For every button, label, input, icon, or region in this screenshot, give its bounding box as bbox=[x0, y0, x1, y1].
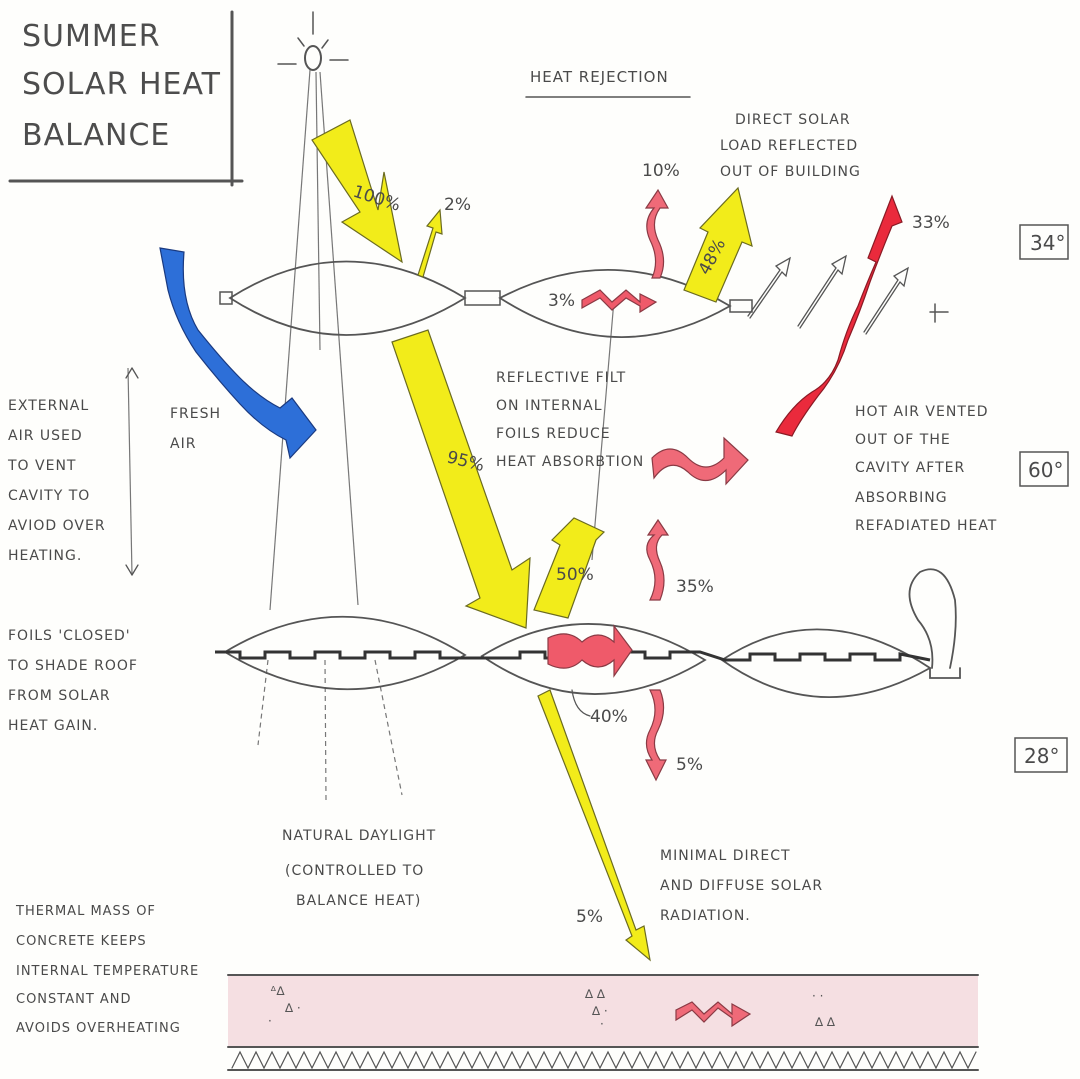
svg-text:∆ ·: ∆ · bbox=[284, 1001, 301, 1015]
svg-text:AIR USED: AIR USED bbox=[8, 428, 83, 444]
svg-text:FOILS 'CLOSED': FOILS 'CLOSED' bbox=[8, 628, 131, 644]
concrete-slab: ᐞ∆∆ ·· ∆ ∆∆ ·· · ·∆ ∆ bbox=[228, 975, 978, 1070]
svg-text:FRESH: FRESH bbox=[170, 406, 221, 422]
svg-text:∆ ∆: ∆ ∆ bbox=[814, 1015, 836, 1029]
label-minimal-radiation: MINIMAL DIRECT AND DIFFUSE SOLAR RADIATI… bbox=[660, 848, 823, 924]
fresh-air-plume bbox=[160, 248, 316, 458]
svg-text:ON INTERNAL: ON INTERNAL bbox=[496, 398, 603, 414]
label-foils-closed: FOILS 'CLOSED' TO SHADE ROOF FROM SOLAR … bbox=[7, 628, 138, 734]
svg-text:·: · bbox=[268, 1014, 272, 1028]
svg-text:(CONTROLLED TO: (CONTROLLED TO bbox=[285, 863, 424, 879]
svg-text:TO VENT: TO VENT bbox=[7, 458, 76, 474]
arrow-35-up bbox=[647, 520, 668, 600]
svg-text:AND DIFFUSE SOLAR: AND DIFFUSE SOLAR bbox=[660, 878, 823, 894]
svg-text:∆ ∆: ∆ ∆ bbox=[584, 987, 606, 1001]
pct-33: 33% bbox=[912, 213, 950, 233]
label-natural-daylight: NATURAL DAYLIGHT (CONTROLLED TO BALANCE … bbox=[282, 828, 436, 909]
title-line-1: SUMMER bbox=[22, 19, 161, 54]
svg-text:HOT AIR VENTED: HOT AIR VENTED bbox=[855, 404, 989, 420]
arrow-2-small bbox=[418, 210, 442, 277]
svg-text:CONSTANT AND: CONSTANT AND bbox=[16, 992, 132, 1007]
pct-40: 40% bbox=[590, 707, 628, 727]
svg-text:ᐞ∆: ᐞ∆ bbox=[270, 984, 286, 998]
svg-text:OUT OF THE: OUT OF THE bbox=[855, 432, 951, 448]
svg-text:HEAT GAIN.: HEAT GAIN. bbox=[8, 718, 98, 734]
arrow-3-right bbox=[582, 290, 656, 312]
title-line-3: BALANCE bbox=[22, 118, 170, 153]
svg-text:AVIOD OVER: AVIOD OVER bbox=[8, 518, 106, 534]
svg-text:FROM SOLAR: FROM SOLAR bbox=[8, 688, 111, 704]
svg-text:· ·: · · bbox=[812, 989, 823, 1003]
svg-text:ABSORBING: ABSORBING bbox=[855, 490, 948, 506]
label-fresh-air: FRESH AIR bbox=[170, 406, 221, 452]
label-external-air: EXTERNAL AIR USED TO VENT CAVITY TO AVIO… bbox=[7, 398, 106, 564]
temp-mid: 60° bbox=[1028, 458, 1063, 482]
title-line-2: SOLAR HEAT bbox=[22, 67, 221, 102]
sun-icon bbox=[278, 12, 348, 70]
svg-text:REFADIATED HEAT: REFADIATED HEAT bbox=[855, 518, 997, 534]
label-reflective-film: REFLECTIVE FILT ON INTERNAL FOILS REDUCE… bbox=[496, 370, 644, 470]
heat-rejection-heading: HEAT REJECTION bbox=[530, 68, 669, 86]
pct-5-bottom: 5% bbox=[576, 907, 603, 927]
temp-bottom: 28° bbox=[1024, 744, 1059, 768]
svg-text:BALANCE HEAT): BALANCE HEAT) bbox=[296, 893, 421, 909]
svg-text:INTERNAL TEMPERATURE: INTERNAL TEMPERATURE bbox=[16, 964, 199, 979]
svg-text:FOILS REDUCE: FOILS REDUCE bbox=[496, 426, 611, 442]
title-block: SUMMER SOLAR HEAT BALANCE bbox=[10, 12, 242, 185]
arrow-10-up bbox=[646, 190, 668, 278]
svg-text:DIRECT SOLAR: DIRECT SOLAR bbox=[735, 112, 851, 128]
pct-35: 35% bbox=[676, 577, 714, 597]
label-direct-solar: DIRECT SOLAR LOAD REFLECTED OUT OF BUILD… bbox=[720, 112, 861, 180]
pct-5-right: 5% bbox=[676, 755, 703, 775]
pct-10: 10% bbox=[642, 161, 680, 181]
svg-text:LOAD REFLECTED: LOAD REFLECTED bbox=[720, 138, 858, 154]
pct-50: 50% bbox=[556, 565, 594, 585]
label-hot-air: HOT AIR VENTED OUT OF THE CAVITY AFTER A… bbox=[855, 404, 997, 534]
svg-text:TO SHADE ROOF: TO SHADE ROOF bbox=[7, 658, 138, 674]
svg-text:OUT OF BUILDING: OUT OF BUILDING bbox=[720, 164, 861, 180]
svg-text:·: · bbox=[600, 1017, 604, 1031]
svg-text:∆ ·: ∆ · bbox=[591, 1004, 608, 1018]
pct-3: 3% bbox=[548, 291, 575, 311]
lower-foil-layer bbox=[215, 569, 960, 697]
svg-text:HEATING.: HEATING. bbox=[8, 548, 82, 564]
temp-top: 34° bbox=[1030, 231, 1065, 255]
heat-arrows bbox=[548, 190, 750, 1026]
arrow-60-right bbox=[652, 438, 748, 484]
svg-text:AVOIDS OVERHEATING: AVOIDS OVERHEATING bbox=[16, 1021, 181, 1036]
svg-text:EXTERNAL: EXTERNAL bbox=[8, 398, 89, 414]
svg-text:CONCRETE KEEPS: CONCRETE KEEPS bbox=[16, 934, 147, 949]
svg-text:MINIMAL DIRECT: MINIMAL DIRECT bbox=[660, 848, 791, 864]
svg-text:CAVITY TO: CAVITY TO bbox=[8, 488, 90, 504]
svg-text:RADIATION.: RADIATION. bbox=[660, 908, 751, 924]
arrow-40-cavity bbox=[548, 626, 632, 676]
svg-text:HEAT ABSORBTION: HEAT ABSORBTION bbox=[496, 454, 644, 470]
temperature-markers: 34° 60° 28° bbox=[1015, 225, 1068, 772]
label-thermal-mass: THERMAL MASS OF CONCRETE KEEPS INTERNAL … bbox=[15, 904, 199, 1036]
svg-text:REFLECTIVE FILT: REFLECTIVE FILT bbox=[496, 370, 626, 386]
svg-text:AIR: AIR bbox=[170, 436, 196, 452]
svg-text:THERMAL MASS OF: THERMAL MASS OF bbox=[15, 904, 156, 919]
hot-air-plume bbox=[776, 196, 902, 436]
pct-2: 2% bbox=[444, 195, 471, 215]
svg-text:NATURAL DAYLIGHT: NATURAL DAYLIGHT bbox=[282, 828, 436, 844]
arrow-5-down bbox=[646, 690, 666, 780]
svg-text:CAVITY AFTER: CAVITY AFTER bbox=[855, 460, 965, 476]
